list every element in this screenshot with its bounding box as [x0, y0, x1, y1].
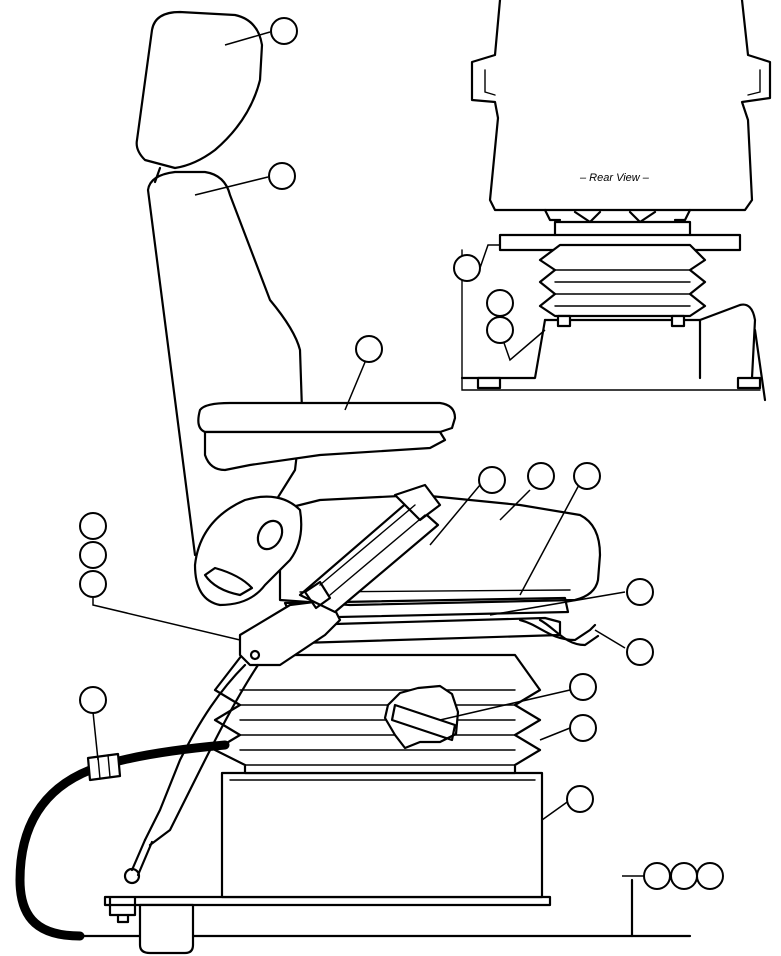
recline-handle-slot — [256, 519, 284, 551]
callout-suspension-base — [566, 785, 594, 813]
hose-fitting — [86, 752, 122, 782]
callout-rear-bracket — [453, 254, 481, 282]
callout-rear-mount-1 — [486, 289, 514, 317]
callout-retractor-2 — [79, 541, 107, 569]
callout-bellows — [569, 714, 597, 742]
callout-rear-mount-2 — [486, 316, 514, 344]
rear-view-inset: – Rear View – — [460, 0, 772, 402]
suspension-base-box — [220, 771, 544, 899]
recline-handle-grip — [203, 566, 254, 597]
rear-view-label: – Rear View – — [579, 172, 650, 184]
seat-belt — [123, 483, 442, 885]
leader-lines — [92, 31, 645, 877]
slide-rail — [298, 616, 600, 647]
armrest — [197, 401, 457, 472]
callout-floor-hardware-3 — [696, 862, 724, 890]
bellows-cutaway — [383, 684, 460, 750]
callout-seat-pan — [573, 462, 601, 490]
callout-retractor-3 — [79, 570, 107, 598]
callout-seat-cushion — [527, 462, 555, 490]
callout-armrest — [355, 335, 383, 363]
callout-backrest — [268, 162, 296, 190]
callout-slide-lever — [626, 638, 654, 666]
callout-floor-hardware-1 — [643, 862, 671, 890]
suspension-bellows — [213, 653, 542, 775]
headrest — [135, 10, 264, 170]
callout-floor-hardware-2 — [670, 862, 698, 890]
callout-shock-absorber — [569, 673, 597, 701]
air-hose — [15, 740, 230, 941]
recline-lever-housing — [193, 495, 303, 607]
shock-absorber — [390, 703, 457, 742]
callout-circles — [79, 17, 724, 890]
callout-headrest — [270, 17, 298, 45]
callout-seat-belt-buckle — [478, 466, 506, 494]
anchor-bolt — [108, 896, 137, 924]
mounting-foot — [138, 903, 195, 955]
callout-slide-rail — [626, 578, 654, 606]
callout-retractor-1 — [79, 512, 107, 540]
callout-hose — [79, 686, 107, 714]
